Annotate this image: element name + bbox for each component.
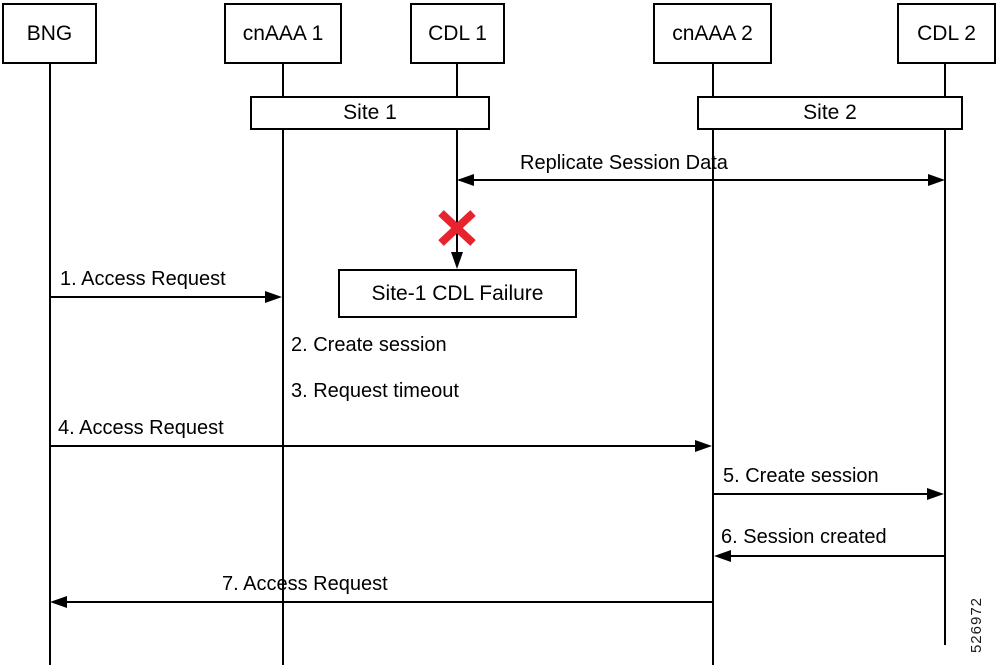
message-6-label: 6. Session created: [721, 526, 887, 548]
cdl-failure-note-label: Site-1 CDL Failure: [371, 281, 544, 305]
message-1-line: [51, 296, 267, 298]
lifeline-cdl2: [944, 64, 946, 645]
message-3-label: 3. Request timeout: [291, 380, 459, 402]
message-5-line: [714, 493, 929, 495]
actor-label-cdl1: CDL 1: [428, 21, 487, 45]
actor-box-cdl1: CDL 1: [410, 3, 505, 64]
lifeline-cnaaa1: [282, 64, 284, 665]
message-7-line: [66, 601, 712, 603]
site1-label: Site 1: [343, 101, 397, 124]
actor-label-cdl2: CDL 2: [917, 21, 976, 45]
actor-box-cnaaa1: cnAAA 1: [224, 3, 342, 64]
cdl-failure-note-box: Site-1 CDL Failure: [338, 269, 577, 318]
actor-box-cnaaa2: cnAAA 2: [653, 3, 772, 64]
lifeline-bng: [49, 64, 51, 665]
failure-x-icon: [438, 210, 476, 246]
actor-label-cnaaa1: cnAAA 1: [242, 21, 324, 45]
message-2-label: 2. Create session: [291, 334, 447, 356]
arrowhead-left-icon: [714, 550, 731, 562]
message-1-label: 1. Access Request: [60, 268, 226, 290]
arrowhead-down-icon: [451, 252, 463, 269]
message-5-label: 5. Create session: [723, 465, 879, 487]
site2-label: Site 2: [803, 101, 857, 124]
message-4-line: [51, 445, 697, 447]
arrowhead-right-icon: [928, 174, 945, 186]
message-6-line: [730, 555, 944, 557]
lifeline-cnaaa2: [712, 64, 714, 665]
lifeline-cdl1: [456, 64, 458, 254]
arrowhead-right-icon: [265, 291, 282, 303]
arrowhead-right-icon: [927, 488, 944, 500]
actor-label-bng: BNG: [26, 21, 73, 45]
site2-box: Site 2: [697, 96, 963, 130]
message-4-label: 4. Access Request: [58, 417, 224, 439]
arrowhead-left-icon: [457, 174, 474, 186]
actor-box-cdl2: CDL 2: [897, 3, 996, 64]
message-7-label: 7. Access Request: [222, 573, 388, 595]
arrowhead-left-icon: [50, 596, 67, 608]
site1-box: Site 1: [250, 96, 490, 130]
figure-id: 526972: [968, 596, 985, 654]
actor-label-cnaaa2: cnAAA 2: [672, 21, 753, 45]
replicate-session-data-label: Replicate Session Data: [520, 152, 728, 174]
arrowhead-right-icon: [695, 440, 712, 452]
replicate-arrow-line: [459, 179, 941, 181]
actor-box-bng: BNG: [2, 3, 97, 64]
